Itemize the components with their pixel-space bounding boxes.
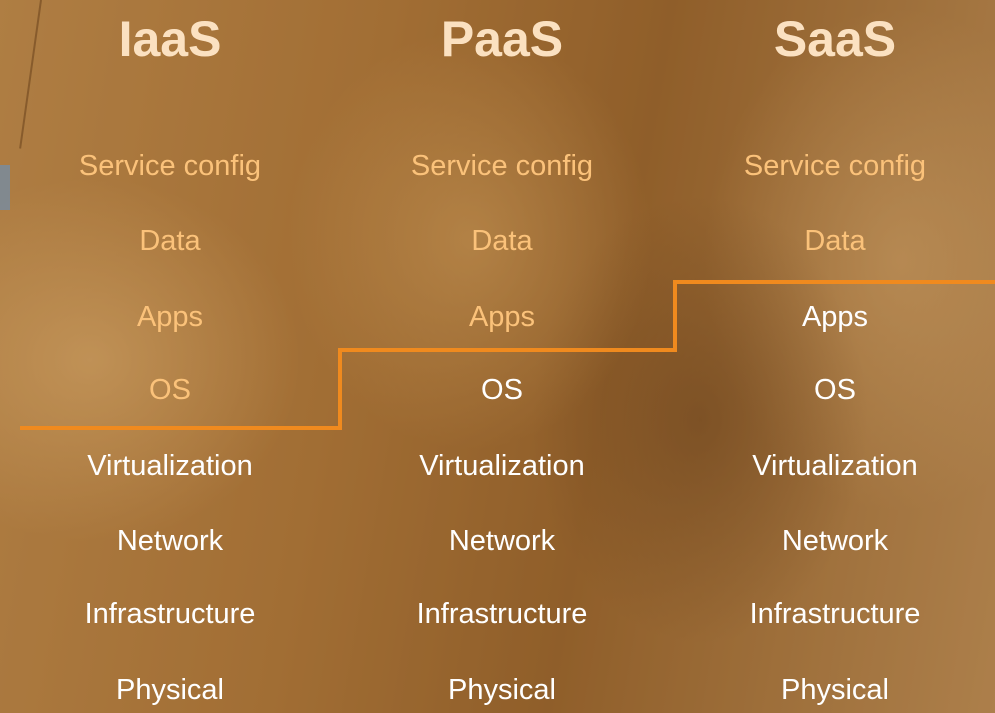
column-iaas: IaaS Service config Data Apps OS Virtual…: [10, 0, 330, 713]
column-paas: PaaS Service config Data Apps OS Virtual…: [342, 0, 662, 713]
layer-network: Network: [116, 525, 224, 557]
background-decoration-screen: [0, 165, 10, 210]
layer-data: Data: [471, 225, 533, 257]
layer-physical: Physical: [116, 674, 224, 706]
layer-data: Data: [139, 225, 201, 257]
layer-apps: Apps: [801, 301, 869, 333]
layer-virtualization: Virtualization: [87, 450, 253, 482]
column-header-iaas: IaaS: [118, 11, 222, 67]
column-saas: SaaS Service config Data Apps OS Virtual…: [675, 0, 995, 713]
layer-network: Network: [781, 525, 889, 557]
layer-data: Data: [804, 225, 866, 257]
layer-apps: Apps: [468, 301, 536, 333]
layer-apps: Apps: [136, 301, 204, 333]
layer-os: OS: [149, 374, 191, 406]
layer-physical: Physical: [781, 674, 889, 706]
layer-os: OS: [814, 374, 856, 406]
column-header-paas: PaaS: [440, 11, 564, 67]
layer-physical: Physical: [448, 674, 556, 706]
layer-service-config: Service config: [78, 150, 262, 182]
layer-network: Network: [448, 525, 556, 557]
layer-service-config: Service config: [410, 150, 594, 182]
layer-virtualization: Virtualization: [752, 450, 918, 482]
layer-infrastructure: Infrastructure: [749, 598, 921, 630]
layer-service-config: Service config: [743, 150, 927, 182]
layer-os: OS: [481, 374, 523, 406]
layer-infrastructure: Infrastructure: [416, 598, 588, 630]
layer-infrastructure: Infrastructure: [84, 598, 256, 630]
column-header-saas: SaaS: [773, 11, 897, 67]
layer-virtualization: Virtualization: [419, 450, 585, 482]
